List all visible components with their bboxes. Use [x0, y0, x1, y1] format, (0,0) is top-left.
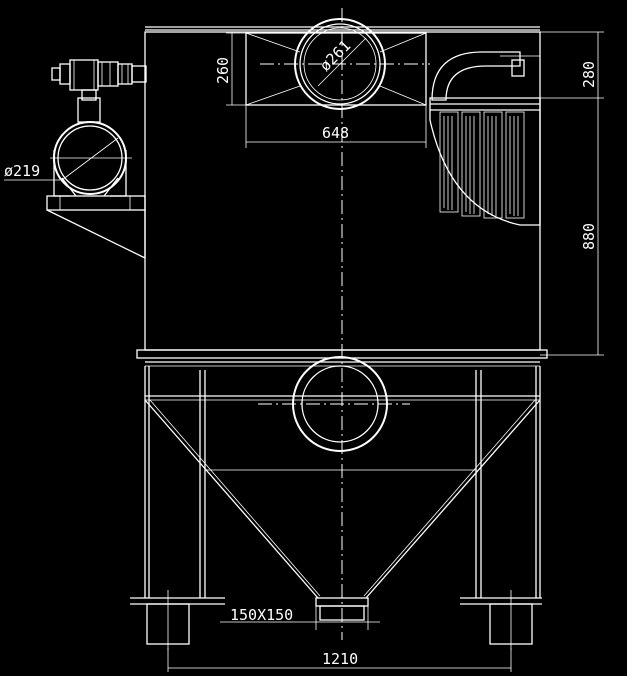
filter-bag-housing: [429, 97, 541, 226]
leg-span-dimension: [167, 648, 512, 672]
side-bracket: [46, 195, 146, 259]
pulse-valve-assembly: [51, 59, 147, 123]
pipe-diameter-label: ø219: [4, 162, 40, 180]
right-foot: [460, 590, 542, 650]
left-foot: [130, 590, 225, 650]
inlet-width-dimension: [245, 105, 427, 148]
inlet-height-label: 260: [214, 57, 232, 84]
filter-bags: [439, 111, 525, 219]
inlet-width-label: 648: [322, 124, 349, 142]
outlet-elbow: [431, 51, 540, 101]
leg-span-label: 1210: [322, 650, 358, 668]
inlet-box: [245, 18, 430, 110]
upper-body-height-label: 880: [580, 223, 598, 250]
hopper-frame: [144, 366, 541, 598]
inlet-height-dimension: [226, 32, 246, 106]
outlet-height-label: 280: [580, 61, 598, 88]
discharge-size-label: 150X150: [230, 606, 293, 624]
inspection-port: [258, 356, 410, 452]
discharge-outlet: [220, 597, 380, 630]
hopper-cone: [144, 399, 541, 599]
outlet-height-dimension: [540, 31, 604, 99]
upper-body-height-dimension: [540, 98, 604, 356]
compressed-air-pipe: [50, 121, 132, 197]
